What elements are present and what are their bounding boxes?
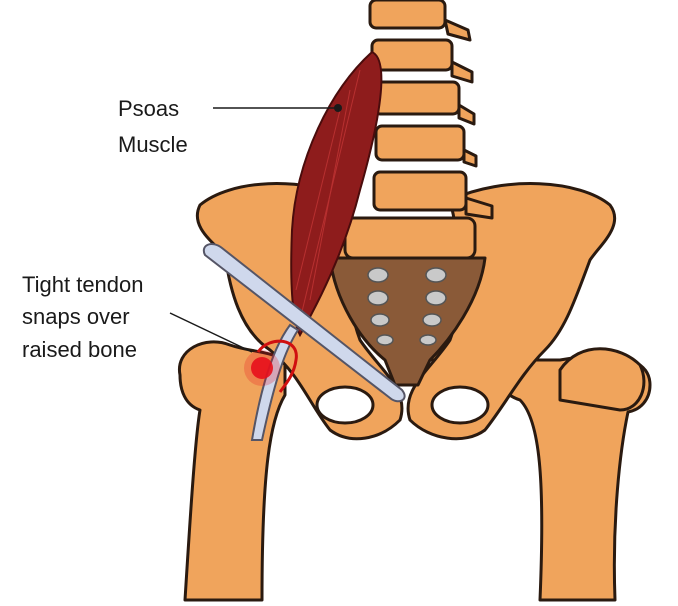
label-psoas-line2: Muscle [118,132,188,157]
right-femur-head [558,347,646,412]
snap-hotspot [251,357,273,379]
label-tendon-line3: raised bone [22,337,137,362]
label-tendon-line1: Tight tendon [22,272,144,297]
iliopsoas-tendon [202,243,406,403]
sacral-foramina [367,267,447,346]
right-obturator [430,385,490,425]
psoas-pointer-dot [334,104,342,112]
left-obturator [315,385,375,425]
lumbar-spine [343,0,494,260]
label-tendon-line2: snaps over [22,304,130,329]
label-psoas-line1: Psoas [118,96,179,121]
snap-arrow-icon [256,339,298,393]
tendon-leader-line [169,312,253,353]
sacrum [328,256,487,387]
muscle-fibers [295,69,361,321]
